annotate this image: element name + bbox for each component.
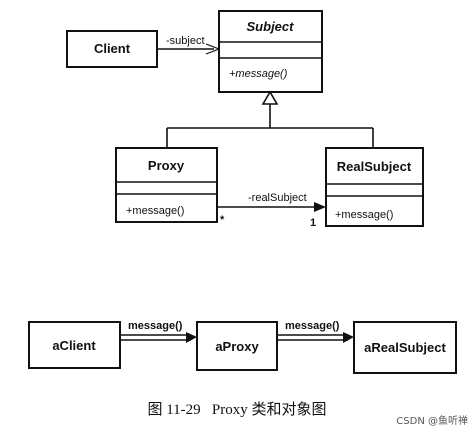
client-subject-role-label: -subject	[166, 35, 205, 47]
figure-caption: 图 11-29 Proxy 类和对象图	[147, 401, 326, 418]
object-aclient: aClient	[28, 321, 121, 369]
subject-class-name: Subject	[247, 19, 295, 34]
client-class: Client	[66, 30, 158, 68]
proxy-realsubject-role-label: -realSubject	[248, 192, 307, 204]
message-label-1: message()	[128, 320, 183, 332]
multiplicity-proxy: *	[220, 214, 225, 226]
generalization-arrow	[166, 90, 374, 148]
client-class-name: Client	[94, 41, 131, 56]
watermark: CSDN @鱼听禅	[396, 414, 468, 427]
object-arealsubject-label: aRealSubject	[364, 340, 446, 355]
proxy-realsubject-association: -realSubject * 1	[217, 192, 326, 229]
object-arealsubject: aRealSubject	[353, 321, 457, 374]
proxy-class-name: Proxy	[148, 158, 185, 173]
proxy-class: Proxy +message()	[115, 147, 218, 223]
client-subject-association: -subject	[157, 35, 221, 55]
realsubject-class: RealSubject +message()	[325, 147, 424, 227]
subject-class: Subject +message()	[218, 10, 323, 93]
object-aclient-label: aClient	[52, 338, 96, 353]
realsubject-operation: +message()	[335, 209, 393, 221]
multiplicity-real: 1	[310, 217, 316, 229]
proxy-operation: +message()	[126, 205, 184, 217]
object-aproxy-label: aProxy	[215, 339, 259, 354]
message-aproxy-to-arealsubject: message()	[277, 320, 354, 343]
realsubject-class-name: RealSubject	[337, 159, 412, 174]
subject-operation: +message()	[229, 68, 288, 80]
message-aclient-to-aproxy: message()	[120, 320, 197, 343]
object-aproxy: aProxy	[196, 321, 278, 371]
message-label-2: message()	[285, 320, 340, 332]
